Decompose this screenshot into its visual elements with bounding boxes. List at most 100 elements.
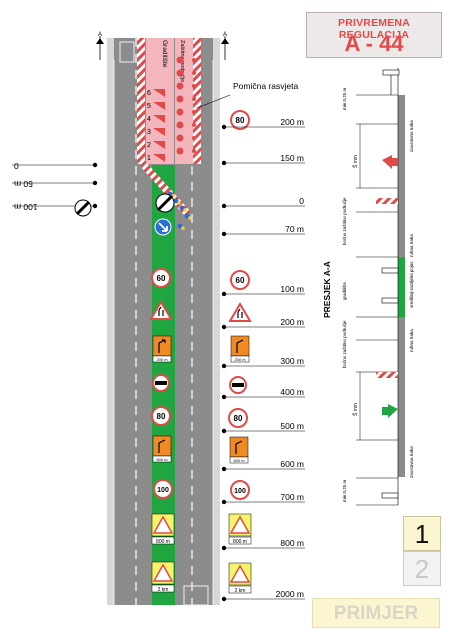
worksite-label: Gradilište (161, 40, 168, 68)
distance-label: 0 (14, 161, 19, 171)
sign-keep-right (154, 218, 172, 236)
speed-sign-60-right: 60 (230, 270, 250, 290)
distance-label: 500 m (280, 421, 304, 431)
post-mid-1 (381, 267, 399, 304)
post-top (382, 69, 400, 95)
distance-dot (92, 180, 98, 186)
page-number-current[interactable]: 1 (403, 516, 441, 551)
post-bottom (381, 492, 399, 499)
distance-dot (221, 466, 227, 472)
distance-dot (221, 203, 227, 209)
svg-text:200 m: 200 m (156, 357, 168, 362)
section-marker-top: A A (96, 32, 229, 60)
distance-dot (221, 124, 227, 130)
distance-dot (92, 162, 98, 168)
lamp (176, 121, 184, 129)
svg-text:80: 80 (234, 414, 243, 423)
speed-sign-80-right: 80 (230, 110, 250, 130)
distance-dot (221, 596, 227, 602)
section-median (398, 257, 405, 317)
barrier-number: 6 (147, 90, 151, 97)
section-barrier-bottom (376, 372, 398, 378)
watermark-primjer: PRIMJER (312, 598, 440, 628)
lamp-small (192, 97, 196, 101)
arrow-marking-top (119, 41, 135, 63)
lamp-small (192, 136, 196, 140)
roadworks-sign-800-right: 800 m (228, 513, 252, 545)
svg-text:A: A (223, 32, 227, 38)
red-arrow-icon (382, 155, 398, 169)
distance-dot (221, 363, 227, 369)
distance-dot (92, 203, 98, 209)
worksite-barrier-left (137, 38, 145, 164)
lamp (176, 134, 184, 142)
s-min-label-2: Š min (352, 403, 359, 416)
fast-lane-label: rubna traka (409, 234, 414, 257)
cone (179, 205, 185, 211)
sign-no-overtaking-end-left (155, 193, 175, 213)
arrow-marking-bottom (183, 585, 209, 606)
lamp-small (192, 123, 196, 127)
distance-label: 700 m (280, 492, 304, 502)
speed-sign-80-left: 80 (151, 406, 171, 426)
worksite-section-label: gradilište (342, 281, 347, 300)
lamp (176, 147, 184, 155)
lamp-small (192, 84, 196, 88)
lamp (176, 82, 184, 90)
barrier-number: 2 (147, 142, 151, 149)
moving-lights (176, 56, 196, 155)
min-bottom-label: min 0,25 m (342, 479, 347, 502)
svg-text:100: 100 (234, 488, 246, 495)
distance-dot (221, 545, 227, 551)
distance-dot (221, 231, 227, 237)
distance-dot (221, 324, 227, 330)
barrier-triangle (153, 102, 165, 110)
svg-text:80: 80 (157, 412, 166, 421)
distance-label: 600 m (280, 459, 304, 469)
svg-text:80: 80 (236, 116, 245, 125)
roadworks-sign-2km-left: 2 km (151, 561, 175, 593)
barrier-number: 1 (147, 155, 151, 162)
median-label: središnji razdjelni pojas (409, 261, 414, 308)
lamp-small (192, 110, 196, 114)
distance-label: 200 m (280, 317, 304, 327)
distance-label: 100 m (14, 202, 38, 212)
distance-label: 0 (299, 196, 304, 206)
distance-label: 100 m (280, 284, 304, 294)
svg-text:2 km: 2 km (235, 588, 246, 594)
header-title: PRIVREMENA REGULACIJA (337, 17, 410, 41)
s-min-label: Š min (352, 155, 359, 168)
distance-label: 300 m (280, 356, 304, 366)
distance-label: 70 m (285, 224, 304, 234)
distance-dot (221, 499, 227, 505)
stop-lane-label-2: zaustavna traka (409, 446, 414, 478)
lamp-small (192, 58, 196, 62)
svg-text:60: 60 (157, 274, 166, 283)
left-shoulder (107, 38, 114, 605)
svg-text:A: A (98, 32, 102, 38)
distance-label: 2000 m (276, 589, 304, 599)
lamp-small (192, 149, 196, 153)
svg-text:100: 100 (157, 487, 169, 494)
roadworks-sign-2km-right: 2 km (228, 562, 252, 594)
buffer-label: bočno zaštitno područje (342, 197, 347, 245)
worksite-barrier-right (193, 38, 201, 164)
lane-change-board-600-left: 600 m (152, 435, 172, 463)
distance-label: 800 m (280, 538, 304, 548)
end-restriction-sign-left (74, 199, 92, 217)
lane-change-board-600-right: 600 m (229, 436, 249, 464)
barrier-triangle (153, 128, 165, 136)
no-overtaking-sign-left (152, 374, 170, 392)
barrier-triangle (153, 89, 165, 97)
barrier-number: 4 (147, 116, 151, 123)
cone (184, 213, 190, 219)
cone (177, 223, 183, 229)
distance-label: 150 m (280, 153, 304, 163)
page-number-next[interactable]: 2 (403, 551, 441, 586)
svg-text:200 m: 200 m (234, 357, 246, 362)
svg-text:600 m: 600 m (156, 457, 168, 462)
lamp (176, 69, 184, 77)
